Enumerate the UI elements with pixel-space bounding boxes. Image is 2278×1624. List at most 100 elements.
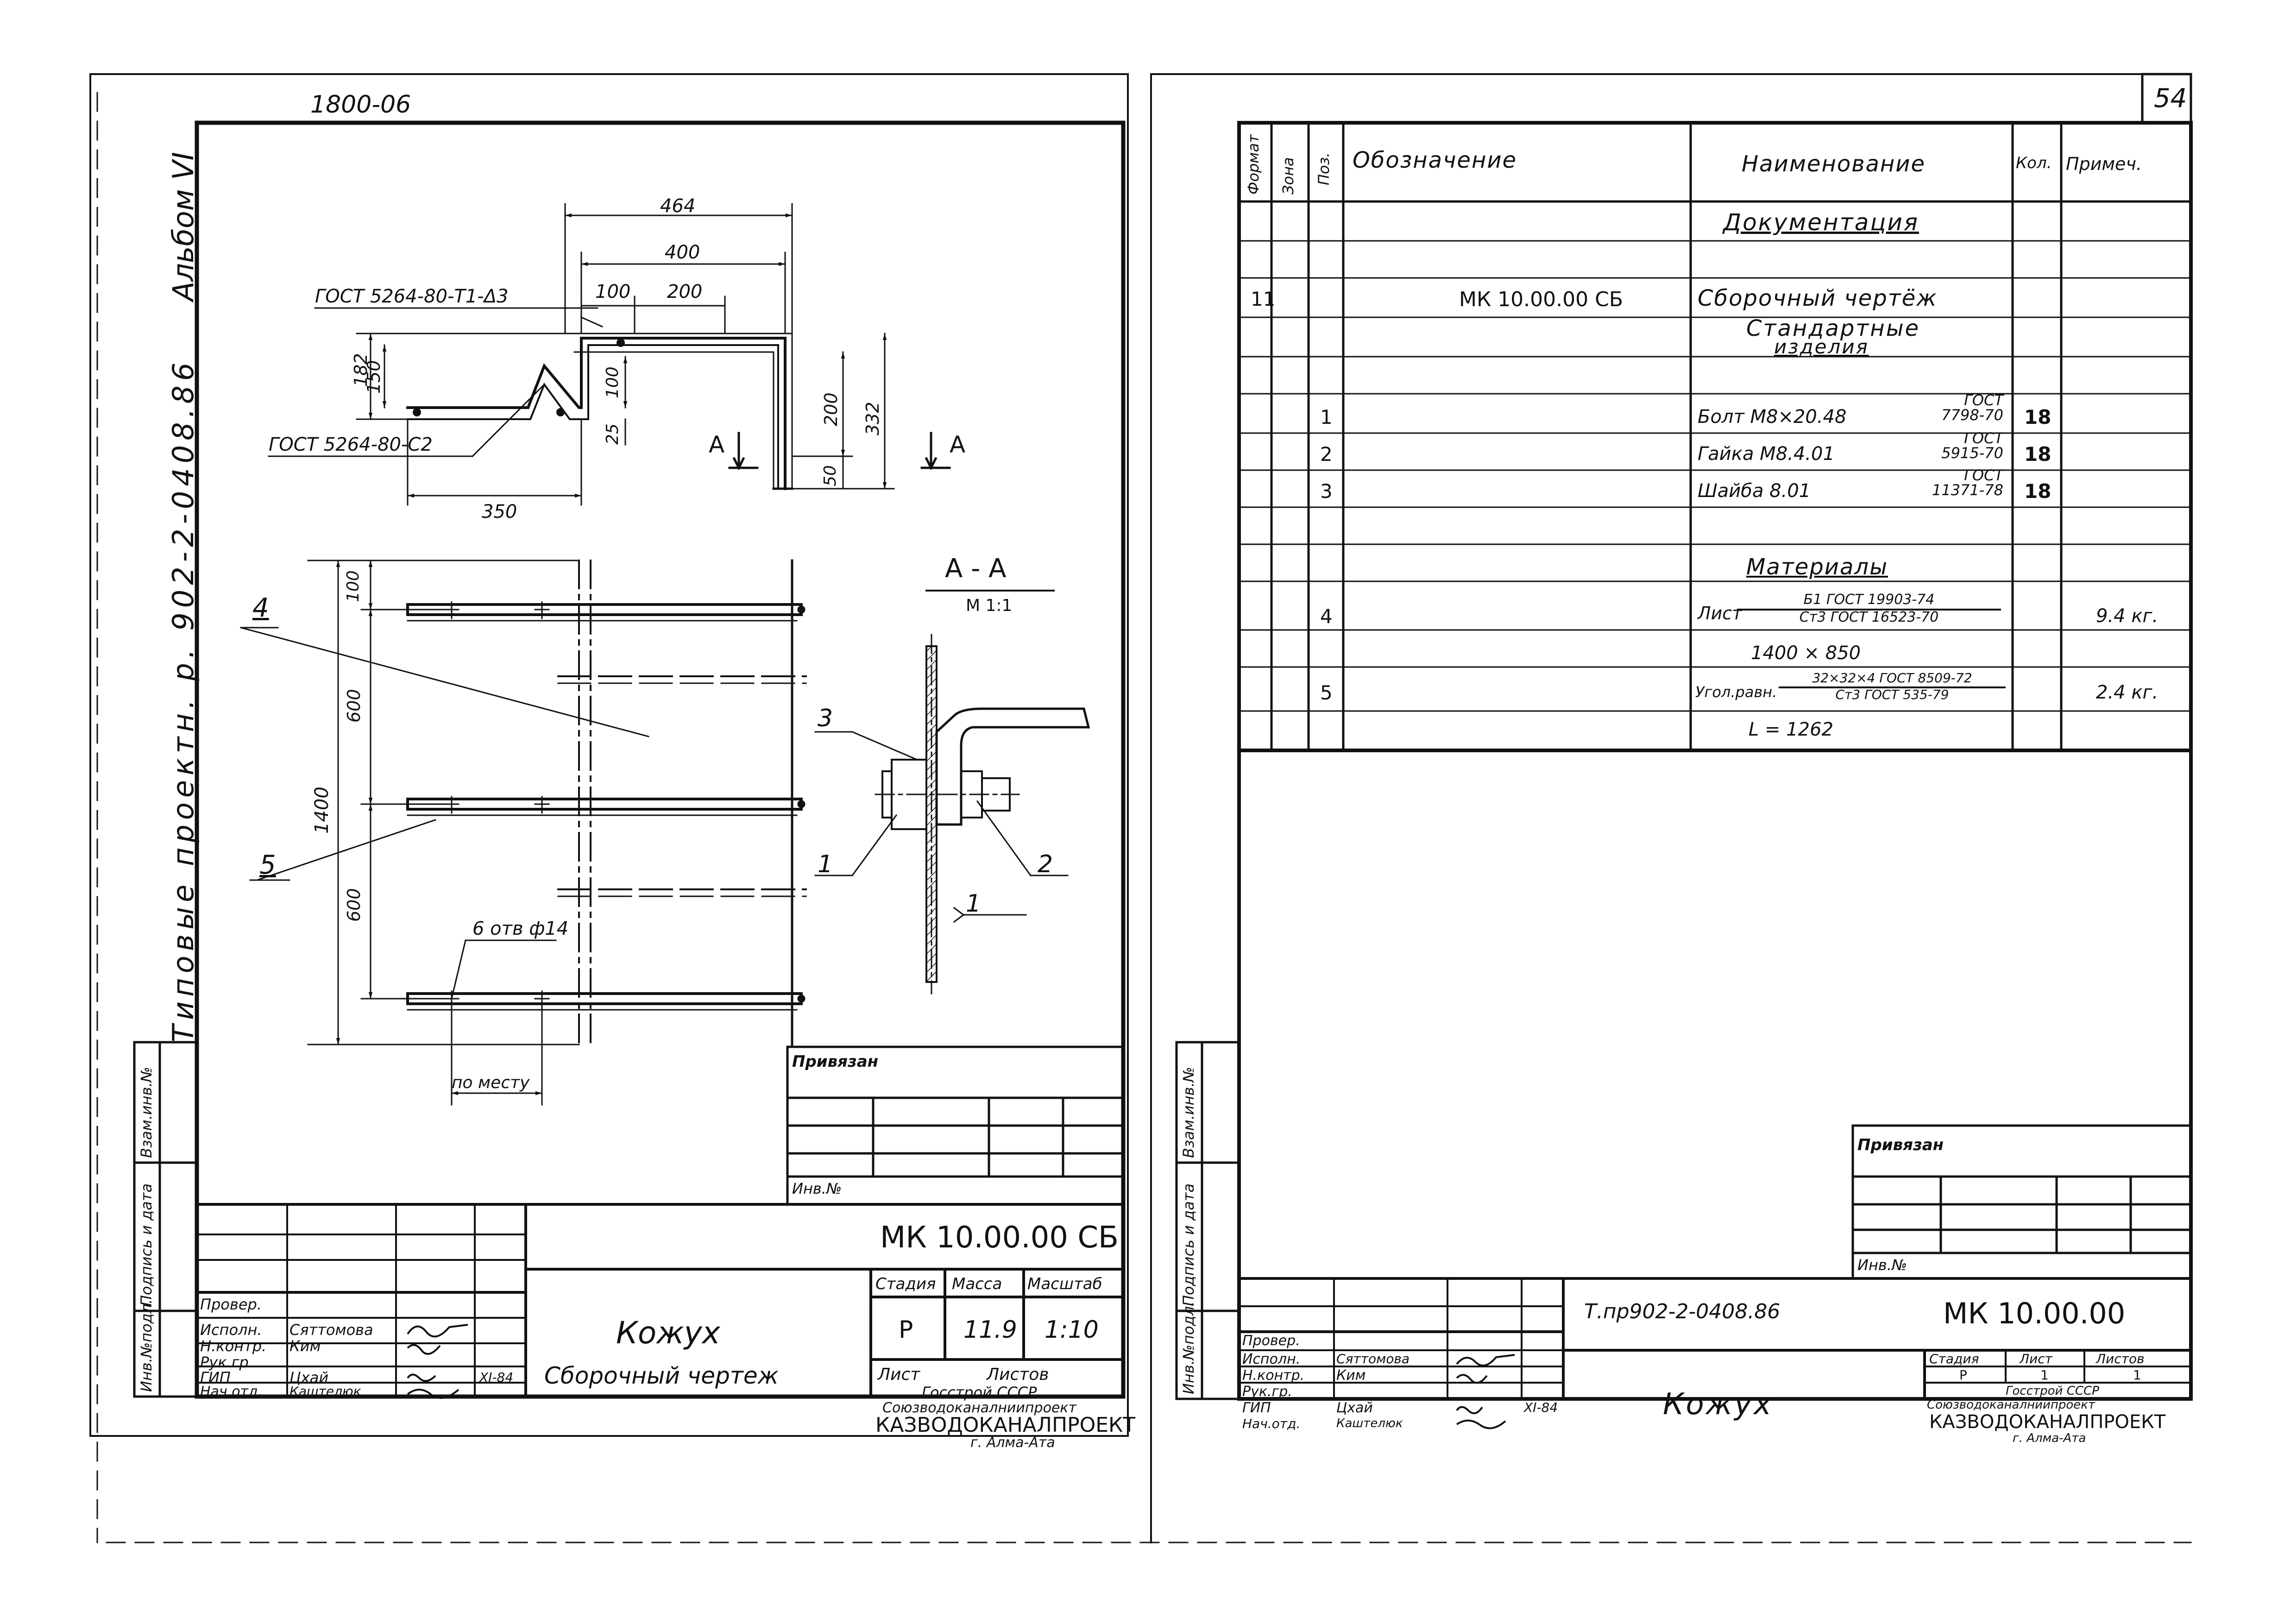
spec-table-grid xyxy=(1237,121,2193,752)
callout-4: 4 xyxy=(252,593,269,623)
spec-row-lines xyxy=(1238,240,2192,712)
sheet-number: 54 xyxy=(2154,83,2187,113)
mat-4-name: Лист xyxy=(1698,603,1743,623)
std-2-gost-top: ГОСТ xyxy=(1964,429,2003,447)
right-org-2: Союзводоканалниипроект xyxy=(1927,1398,2096,1412)
left-side-sign-date: Подпись и дата xyxy=(138,1183,155,1306)
right-doc-code: МК 10.00.00 xyxy=(1943,1297,2126,1330)
hdr-designation: Обозначение xyxy=(1353,147,1517,173)
right-sheets-value: 1 xyxy=(2133,1367,2141,1383)
left-signature-grid xyxy=(195,1203,527,1397)
right-signature-grid xyxy=(1238,1278,1565,1400)
mat-4-top: Б1 ГОСТ 19903-74 xyxy=(1737,593,2001,611)
std-1-name: Болт М8×20.48 xyxy=(1698,406,1847,428)
left-role-gip: ГИП xyxy=(200,1369,231,1386)
right-role-exec: Исполн. xyxy=(1242,1351,1301,1367)
plan-view xyxy=(240,559,807,1106)
dim-100-top: 100 xyxy=(595,281,631,302)
section-documentation: Документация xyxy=(1723,209,1919,236)
section-scale: М 1:1 xyxy=(966,596,1013,615)
right-name-head: Каштелюк xyxy=(1336,1416,1403,1430)
right-title: Кожух xyxy=(1663,1387,1773,1422)
dim-1400: 1400 xyxy=(311,787,333,834)
left-org-3: КАЗВОДОКАНАЛПРОЕКТ xyxy=(875,1413,1136,1437)
hdr-zone: Зона xyxy=(1279,157,1297,195)
left-role-lead: Рук.гр. xyxy=(200,1353,254,1371)
callout-1-view: 1 xyxy=(966,890,982,918)
left-title-1: Кожух xyxy=(616,1315,720,1351)
mat-4-note: 9.4 кг. xyxy=(2096,605,2158,627)
mat-5-pos: 5 xyxy=(1320,681,1333,704)
right-name-norm: Ким xyxy=(1336,1367,1366,1384)
dim-100-plan: 100 xyxy=(344,570,363,602)
profile-dimensions xyxy=(268,203,895,506)
right-role-head: Нач.отд. xyxy=(1242,1416,1301,1431)
profile-view xyxy=(406,333,793,490)
dim-200-top: 200 xyxy=(667,281,703,302)
std-1-gost-top: ГОСТ xyxy=(1964,391,2003,409)
right-col-sheets: Листов xyxy=(2096,1351,2145,1366)
left-sheet-label: Лист xyxy=(878,1365,920,1384)
dim-150: 150 xyxy=(364,360,384,394)
right-date: XI-84 xyxy=(1524,1400,1558,1415)
std-3-gost-bot: 11371-78 xyxy=(1932,481,2003,499)
right-org-1: Госстрой СССР xyxy=(2006,1384,2099,1398)
left-col-stage: Стадия xyxy=(875,1275,936,1293)
std-3-pos: 3 xyxy=(1320,480,1333,503)
left-date: XI-84 xyxy=(479,1370,514,1385)
dim-464: 464 xyxy=(660,195,696,217)
hdr-qty: Кол. xyxy=(2016,154,2052,172)
section-standard-2: изделия xyxy=(1774,335,1869,358)
right-inv-no-label: Инв.№ xyxy=(1857,1256,1907,1274)
dim-100-mid: 100 xyxy=(603,366,622,398)
hdr-pos: Поз. xyxy=(1315,152,1333,185)
std-2-pos: 2 xyxy=(1320,443,1333,466)
left-col-scale: Масштаб xyxy=(1027,1275,1102,1293)
right-side-strip xyxy=(1175,1041,1240,1400)
row-doc-name: Сборочный чертёж xyxy=(1698,285,1938,311)
left-mass-value: 11.9 xyxy=(963,1316,1017,1344)
left-name-gip: Цхай xyxy=(289,1369,329,1386)
left-role-norm: Н.контр. xyxy=(200,1337,267,1355)
left-signatures xyxy=(407,1324,468,1399)
callout-5: 5 xyxy=(259,850,276,880)
left-inv-no-label: Инв.№ xyxy=(792,1180,842,1197)
mat-5-bot: Ст3 ГОСТ 535-79 xyxy=(1835,687,1949,702)
dim-600-upper: 600 xyxy=(344,689,364,723)
left-stage-value: Р xyxy=(899,1316,913,1344)
left-col-mass: Масса xyxy=(952,1275,1002,1293)
left-title-2: Сборочный чертеж xyxy=(544,1362,779,1389)
std-2-name: Гайка М8.4.01 xyxy=(1698,443,1835,465)
right-signatures xyxy=(1456,1354,1515,1429)
right-org-3: КАЗВОДОКАНАЛПРОЕКТ xyxy=(1929,1411,2166,1433)
left-role-check: Провер. xyxy=(200,1296,262,1313)
right-col-stage: Стадия xyxy=(1929,1351,1979,1366)
section-standard-1: Стандартные xyxy=(1746,315,1920,341)
row-doc-designation: МК 10.00.00 СБ xyxy=(1459,288,1624,311)
left-privyazan-label: Привязан xyxy=(792,1052,879,1071)
left-org-4: г. Алма-Ата xyxy=(970,1435,1055,1451)
std-2-qty: 18 xyxy=(2024,443,2051,466)
std-3-gost-top: ГОСТ xyxy=(1964,466,2003,484)
mat-5-length: L = 1262 xyxy=(1749,719,1834,740)
dim-350: 350 xyxy=(482,501,517,522)
gost-t1-note: ГОСТ 5264-80-Т1-Δ3 xyxy=(315,286,509,307)
left-name-exec: Сяттомова xyxy=(289,1321,373,1339)
on-site-note: по месту xyxy=(452,1073,530,1092)
std-1-gost-bot: 7798-70 xyxy=(1941,406,2003,424)
right-sheet xyxy=(1150,73,2193,1543)
std-2-gost-bot: 5915-70 xyxy=(1941,444,2003,462)
section-mark-a-right: А xyxy=(950,431,966,458)
gost-c2-note: ГОСТ 5264-80-С2 xyxy=(269,434,433,455)
right-role-norm: Н.контр. xyxy=(1242,1367,1305,1384)
right-privyazan-label: Привязан xyxy=(1857,1136,1944,1154)
section-a-a xyxy=(814,590,1090,995)
right-name-exec: Сяттомова xyxy=(1336,1351,1410,1366)
callout-2: 2 xyxy=(1038,850,1053,878)
section-materials: Материалы xyxy=(1746,554,1888,580)
left-name-head: Каштелюк xyxy=(289,1384,361,1399)
left-doc-code: МК 10.00.00 СБ xyxy=(880,1221,1119,1255)
